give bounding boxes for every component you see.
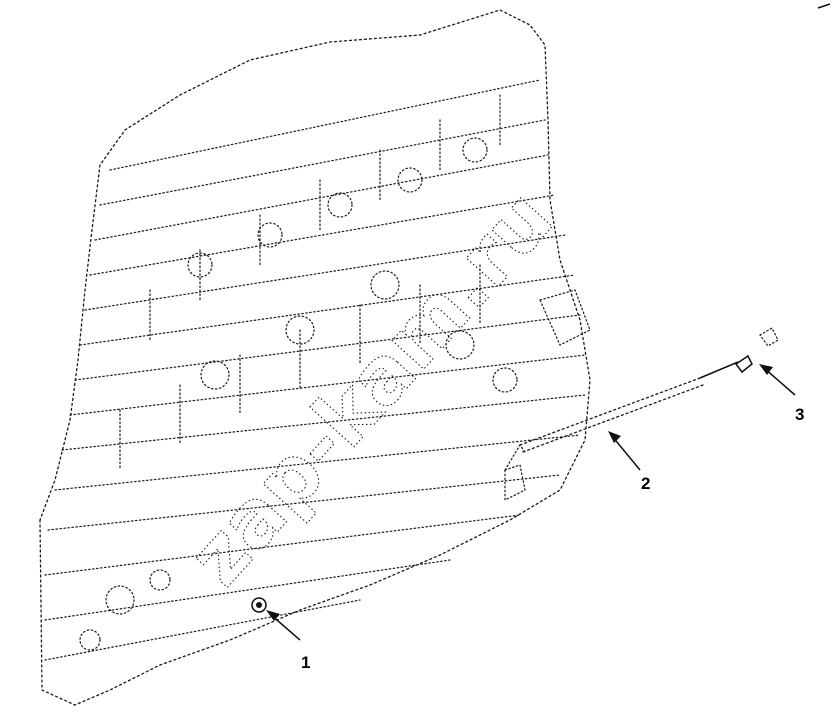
part-2-dipstick-tube [504, 361, 739, 471]
leader-arrow-1 [266, 610, 301, 641]
watermark-text: zap-kam.ru [172, 174, 571, 603]
callout-3: 3 [795, 405, 804, 424]
part-1-plug [251, 597, 267, 613]
leader-arrow-2 [608, 431, 641, 471]
callout-1: 1 [301, 653, 310, 672]
engine-block-drawing [39, 9, 591, 706]
leader-arrow-3 [759, 364, 796, 396]
part-3-dipstick-handle [734, 327, 779, 374]
corner-mark [817, 3, 831, 9]
callout-2: 2 [641, 474, 650, 493]
